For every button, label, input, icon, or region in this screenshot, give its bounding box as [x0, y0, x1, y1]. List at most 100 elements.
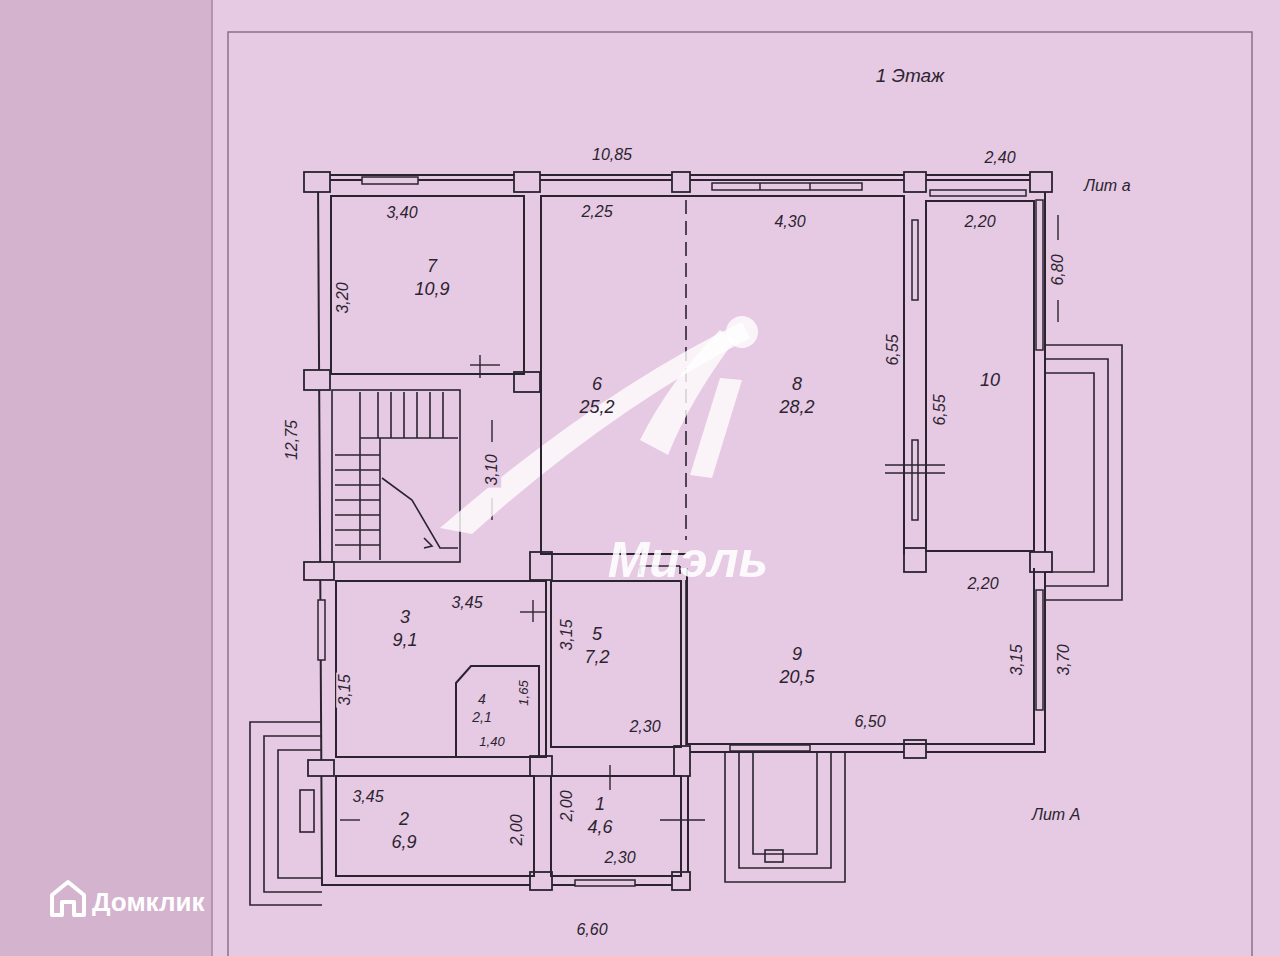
window — [809, 183, 811, 190]
window — [362, 177, 418, 184]
room-text: 920,5 — [779, 643, 814, 688]
dimension-label: 2,20 — [962, 213, 997, 231]
window — [575, 880, 635, 886]
dimension-label: 3,45 — [350, 788, 385, 806]
dimension-label: 6,55 — [931, 392, 949, 427]
room-area: 25,2 — [579, 395, 614, 418]
door-mark — [470, 364, 500, 365]
log-end — [672, 172, 690, 192]
stairs — [403, 392, 405, 438]
window — [318, 600, 325, 660]
dimension-label: 4,30 — [772, 213, 807, 231]
dimension-label: 3,10 — [483, 452, 501, 487]
dimension-label: 6,80 — [1049, 252, 1067, 287]
stairs — [424, 538, 432, 548]
stairs — [442, 392, 444, 438]
room-area: 28,2 — [779, 395, 814, 418]
window — [930, 190, 1026, 196]
porch — [300, 790, 314, 832]
log-end — [514, 372, 540, 392]
room-text: 710,9 — [414, 255, 449, 300]
porch — [1045, 345, 1122, 600]
stairs — [335, 454, 380, 456]
room: 39,1 42,1 — [335, 580, 547, 758]
dimension-label: 3,70 — [1055, 642, 1073, 677]
room-text: 42,1 — [472, 691, 491, 726]
watermark: Домклик — [92, 888, 204, 917]
window — [730, 745, 810, 751]
porch — [739, 752, 831, 868]
outer-wall — [312, 175, 1050, 885]
stairs — [359, 392, 361, 560]
floor-title: 1 Этаж — [876, 65, 944, 87]
window — [318, 177, 1043, 886]
window — [912, 440, 918, 520]
room-text: 625,2 — [579, 373, 614, 418]
log-end — [904, 548, 926, 572]
room-number: 10 — [980, 369, 1000, 392]
room: 625,2 — [540, 195, 686, 555]
room-area: 6,9 — [391, 830, 416, 853]
room: 10 — [925, 200, 1035, 552]
room-area: 2,1 — [472, 708, 491, 726]
room-number: 9 — [779, 643, 814, 666]
dimension-dash — [491, 420, 492, 442]
dimension-label: 3,15 — [336, 672, 354, 707]
dimension-label: 2,25 — [579, 203, 614, 221]
log-end — [308, 760, 334, 776]
room-text: 26,9 — [391, 808, 416, 853]
logo-swoosh — [440, 316, 758, 534]
dimension-label: 10,85 — [590, 146, 634, 164]
window — [759, 183, 761, 190]
dimension-dash — [1057, 300, 1058, 322]
stairs — [360, 437, 458, 439]
room-number: 4 — [472, 691, 491, 709]
stairs — [429, 392, 431, 438]
room-number: 5 — [584, 623, 609, 646]
dimension-label: 3,15 — [1008, 642, 1026, 677]
room-area: 10,9 — [414, 277, 449, 300]
room-outline — [456, 666, 539, 757]
door-mark — [885, 464, 945, 465]
dimension-label: 3,15 — [558, 617, 576, 652]
room-number: 1 — [587, 793, 612, 816]
door-mark — [340, 819, 360, 820]
dimension-label: 2,00 — [558, 788, 576, 823]
log-end — [1030, 172, 1052, 192]
watermark: Миэль — [608, 533, 769, 588]
room-area: 20,5 — [779, 665, 814, 688]
log-end — [530, 552, 552, 580]
dimension-label: 3,20 — [334, 280, 352, 315]
porch — [753, 752, 817, 854]
porch — [278, 750, 322, 878]
room-number: 7 — [414, 255, 449, 278]
stairs — [377, 392, 379, 438]
room-text: 57,2 — [584, 623, 609, 668]
stairs — [335, 529, 380, 531]
door-mark — [660, 819, 705, 820]
dimension-label: 3,40 — [384, 204, 419, 222]
room-text: 828,2 — [779, 373, 814, 418]
door-mark — [609, 765, 610, 790]
porch — [765, 850, 783, 862]
stairs — [335, 469, 380, 471]
wing-label: Лит А — [1030, 806, 1082, 824]
stairs — [335, 514, 380, 516]
paper — [228, 32, 1252, 956]
room-text: 39,1 — [392, 606, 417, 651]
logo-swoosh — [726, 316, 758, 348]
door-mark — [885, 472, 945, 473]
paper — [212, 0, 1280, 956]
domclick-icon — [52, 882, 84, 915]
window — [1036, 200, 1043, 350]
window — [712, 183, 862, 190]
dimension-label: 2,30 — [627, 718, 662, 736]
dimension-label: 1,40 — [477, 735, 506, 749]
domclick-icon — [52, 882, 84, 915]
stairs — [335, 484, 380, 486]
room-number: 2 — [391, 808, 416, 831]
log-end — [530, 756, 552, 776]
stairs — [332, 390, 460, 562]
